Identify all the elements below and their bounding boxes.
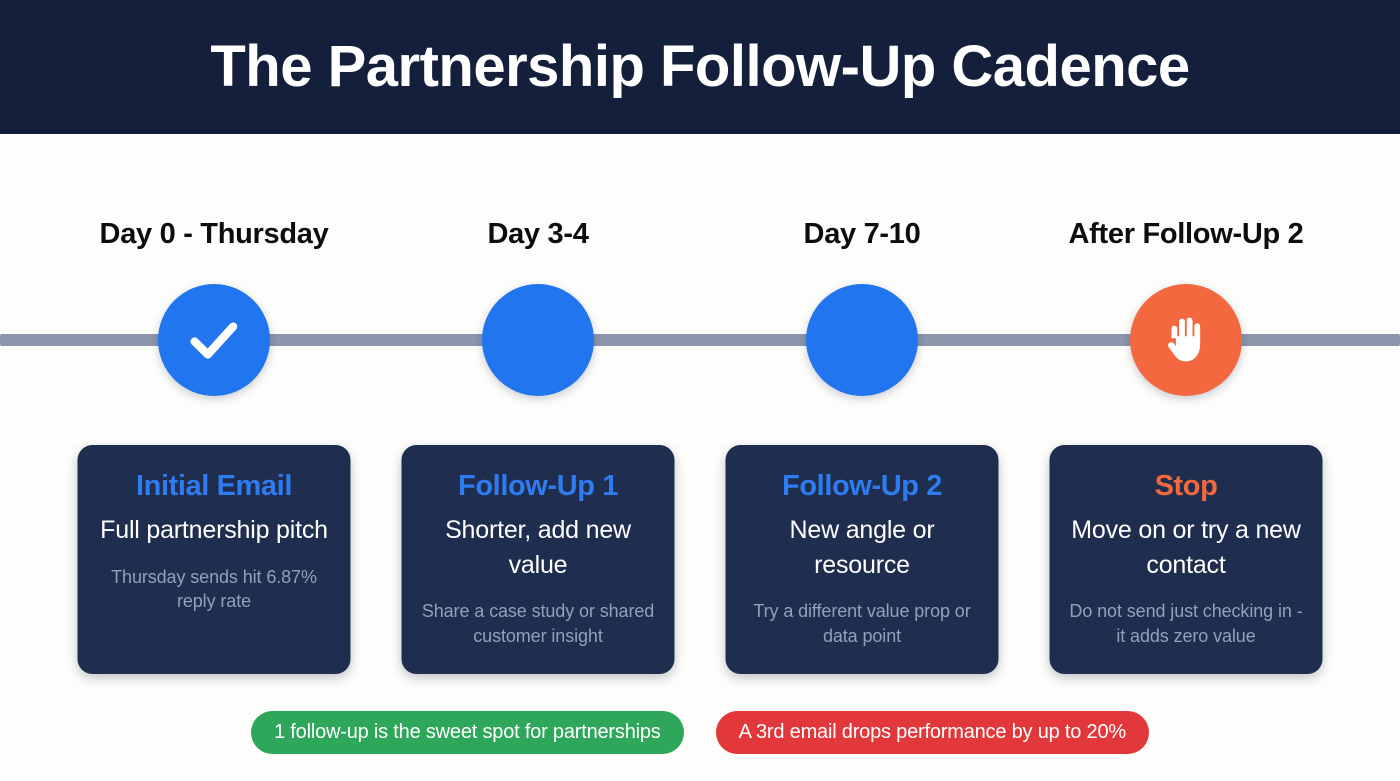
stage-label-1: Day 0 - Thursday [99,218,329,250]
stage-card-4: Stop Move on or try a new contact Do not… [1049,445,1323,674]
check-icon [183,309,245,371]
stage-card-title-3: Follow-Up 2 [782,470,942,502]
stage-card-desc-2: Shorter, add new value [445,516,631,579]
timeline-rail [0,334,1400,346]
stage-card-1: Initial Email Full partnership pitch Thu… [77,445,351,674]
badge-sweet-spot: 1 follow-up is the sweet spot for partne… [251,711,684,754]
raised-hand-stop-icon [1156,310,1216,370]
stage-card-2: Follow-Up 1 Shorter, add new value Share… [401,445,675,674]
stage-card-desc-3: New angle or resource [789,516,935,579]
stage-label-2: Day 3-4 [487,218,589,250]
stage-card-note-1: Thursday sends hit 6.87% reply rate [111,566,317,612]
stage-card-title-4: Stop [1154,470,1218,502]
page-header: The Partnership Follow-Up Cadence [0,0,1400,134]
stage-marker-4[interactable] [1130,284,1242,396]
stage-card-note-3: Try a different value prop or data point [753,601,971,646]
stage-card-title-1: Initial Email [136,470,292,502]
badge-performance-drop: A 3rd email drops performance by up to 2… [715,711,1149,754]
stage-label-4: After Follow-Up 2 [1068,218,1304,250]
stage-card-desc-4: Move on or try a new contact [1071,516,1301,579]
stage-marker-3[interactable] [806,284,918,396]
stage-card-note-4: Do not send just checking in - it adds z… [1069,601,1303,646]
stage-label-3: Day 7-10 [803,218,921,250]
stage-card-title-2: Follow-Up 1 [458,470,618,502]
timeline-stages: Day 0 - Thursday Initial Email Full part… [0,134,1400,781]
stage-marker-1[interactable] [158,284,270,396]
footer-badges: 1 follow-up is the sweet spot for partne… [0,711,1400,754]
stage-card-desc-1: Full partnership pitch [100,516,328,545]
stage-card-3: Follow-Up 2 New angle or resource Try a … [725,445,999,674]
page-title: The Partnership Follow-Up Cadence [210,34,1190,99]
stage-marker-2[interactable] [482,284,594,396]
stage-card-note-2: Share a case study or shared customer in… [421,601,655,646]
